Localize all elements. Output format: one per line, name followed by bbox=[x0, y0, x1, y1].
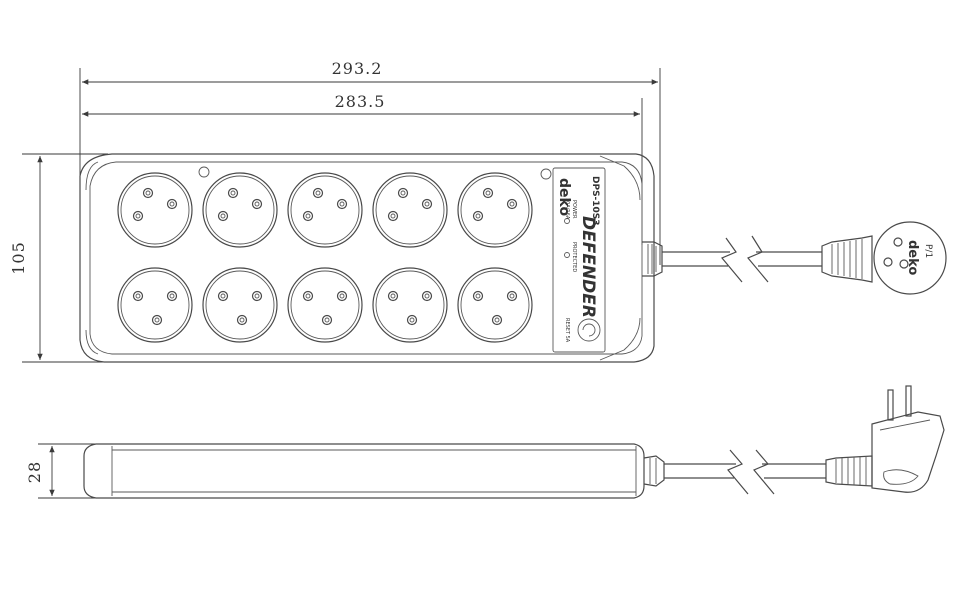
socket bbox=[202, 267, 278, 343]
height-label: 105 bbox=[9, 241, 28, 275]
socket bbox=[457, 172, 533, 248]
socket bbox=[372, 267, 448, 343]
reset-label: RESET 5A bbox=[564, 318, 570, 343]
mounting-hole bbox=[540, 168, 552, 180]
socket-hole bbox=[387, 290, 399, 302]
socket bbox=[287, 267, 363, 343]
socket-hole bbox=[166, 198, 178, 210]
defender-logo: DEFENDER bbox=[578, 216, 598, 318]
socket-hole bbox=[321, 314, 333, 326]
socket-hole bbox=[302, 290, 314, 302]
dimension-body-length: 283.5 bbox=[82, 92, 643, 245]
plug-brand-label: deko bbox=[905, 240, 920, 275]
socket-hole bbox=[166, 290, 178, 302]
reset-button bbox=[577, 318, 601, 342]
socket-hole bbox=[151, 314, 163, 326]
label-panel bbox=[552, 167, 606, 353]
socket-hole bbox=[506, 198, 518, 210]
socket-hole bbox=[236, 314, 248, 326]
plug-face bbox=[873, 221, 947, 295]
socket-hole bbox=[132, 210, 144, 222]
socket bbox=[287, 172, 363, 248]
socket bbox=[202, 172, 278, 248]
socket bbox=[457, 267, 533, 343]
thickness-label: 28 bbox=[25, 461, 44, 483]
protected-indicator bbox=[564, 252, 570, 258]
socket-hole bbox=[421, 198, 433, 210]
plug-mark-label: P/1 bbox=[923, 244, 933, 258]
socket-hole bbox=[251, 290, 263, 302]
socket bbox=[117, 172, 193, 248]
socket-hole bbox=[506, 290, 518, 302]
dimension-thickness: 28 bbox=[25, 443, 108, 499]
socket-hole bbox=[302, 210, 314, 222]
strip-side-view bbox=[83, 385, 945, 499]
socket-hole bbox=[387, 210, 399, 222]
socket-hole bbox=[397, 187, 409, 199]
socket-hole bbox=[132, 290, 144, 302]
indicator-2-label: PROTECTED bbox=[571, 242, 577, 272]
socket-hole bbox=[421, 290, 433, 302]
body-length-label: 283.5 bbox=[335, 92, 386, 111]
mounting-hole bbox=[198, 166, 210, 178]
socket-hole bbox=[406, 314, 418, 326]
overall-length-label: 293.2 bbox=[332, 59, 383, 78]
brand-label: deko bbox=[556, 178, 572, 216]
cable-top-view: deko P/1 bbox=[642, 221, 947, 295]
socket bbox=[117, 267, 193, 343]
socket-hole bbox=[217, 210, 229, 222]
socket-hole bbox=[491, 314, 503, 326]
socket-hole bbox=[336, 198, 348, 210]
socket-hole bbox=[472, 210, 484, 222]
socket-hole bbox=[482, 187, 494, 199]
socket-hole bbox=[472, 290, 484, 302]
dimension-height: 105 bbox=[9, 153, 108, 363]
model-label: DPS-10S3 bbox=[590, 176, 600, 226]
socket-hole bbox=[312, 187, 324, 199]
plug-pin bbox=[905, 385, 912, 417]
socket bbox=[372, 172, 448, 248]
plug-pin bbox=[887, 389, 894, 421]
socket-hole bbox=[251, 198, 263, 210]
power-indicator bbox=[564, 218, 570, 224]
socket-hole bbox=[336, 290, 348, 302]
socket-hole bbox=[217, 290, 229, 302]
socket-hole bbox=[227, 187, 239, 199]
strip-top-view: deko DPS-10S3 DEFENDER POWER PROTECTED 1… bbox=[79, 153, 655, 363]
indicator-1-label: POWER bbox=[571, 200, 577, 219]
socket-hole bbox=[142, 187, 154, 199]
rating-label: 10A/16A bbox=[564, 198, 570, 220]
sockets-group bbox=[117, 172, 533, 343]
